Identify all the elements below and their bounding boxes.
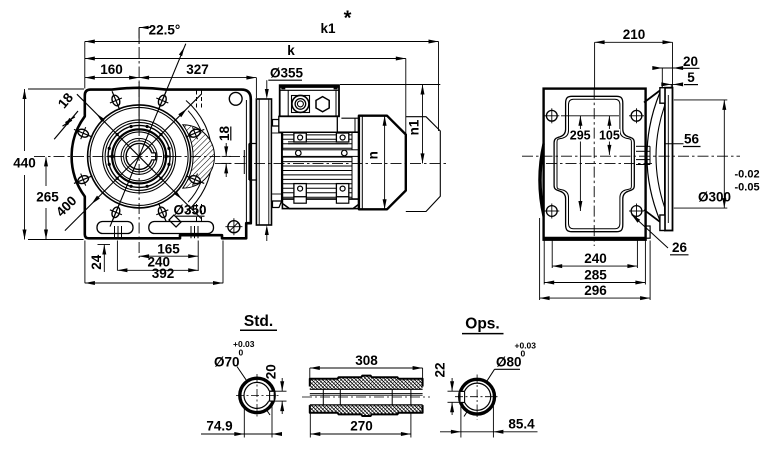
svg-text:*: * <box>344 8 352 30</box>
svg-text:26: 26 <box>672 240 688 255</box>
svg-text:0: 0 <box>521 349 526 359</box>
svg-text:327: 327 <box>186 62 209 77</box>
svg-text:440: 440 <box>13 156 36 171</box>
svg-text:22: 22 <box>433 362 448 377</box>
svg-text:-0.02: -0.02 <box>735 169 760 181</box>
svg-text:56: 56 <box>684 132 700 147</box>
svg-text:240: 240 <box>148 254 171 269</box>
svg-text:165: 165 <box>157 241 180 256</box>
svg-text:n1: n1 <box>406 119 421 135</box>
svg-text:Ø355: Ø355 <box>270 66 304 81</box>
svg-text:+0.03: +0.03 <box>233 339 255 349</box>
svg-text:Ø350: Ø350 <box>173 202 206 217</box>
svg-text:265: 265 <box>36 190 59 205</box>
svg-text:+0.03: +0.03 <box>515 341 537 351</box>
svg-text:85.4: 85.4 <box>508 416 535 431</box>
svg-text:22.5°: 22.5° <box>149 23 181 38</box>
svg-text:18: 18 <box>217 126 232 142</box>
svg-text:-0.05: -0.05 <box>735 182 760 194</box>
svg-text:Std.: Std. <box>244 313 273 330</box>
svg-text:24: 24 <box>89 254 104 270</box>
svg-text:5: 5 <box>687 70 695 85</box>
svg-text:270: 270 <box>350 419 373 434</box>
svg-text:20: 20 <box>683 54 698 69</box>
svg-text:20: 20 <box>264 364 279 379</box>
svg-text:k: k <box>287 43 295 58</box>
svg-text:295: 295 <box>570 129 591 143</box>
svg-text:308: 308 <box>355 353 378 368</box>
svg-text:285: 285 <box>584 268 607 283</box>
svg-text:0: 0 <box>239 348 244 358</box>
svg-text:160: 160 <box>100 62 123 77</box>
svg-text:Ops.: Ops. <box>465 316 499 333</box>
svg-text:74.9: 74.9 <box>206 419 232 434</box>
svg-text:k1: k1 <box>320 21 336 36</box>
svg-text:n: n <box>366 151 381 159</box>
svg-text:296: 296 <box>584 283 607 298</box>
svg-text:Ø80: Ø80 <box>496 355 522 370</box>
svg-text:Ø300: Ø300 <box>698 190 731 205</box>
svg-text:Ø70: Ø70 <box>214 355 240 370</box>
svg-text:240: 240 <box>584 251 607 266</box>
svg-text:105: 105 <box>599 129 620 143</box>
svg-text:392: 392 <box>152 266 175 281</box>
svg-text:210: 210 <box>623 27 646 42</box>
